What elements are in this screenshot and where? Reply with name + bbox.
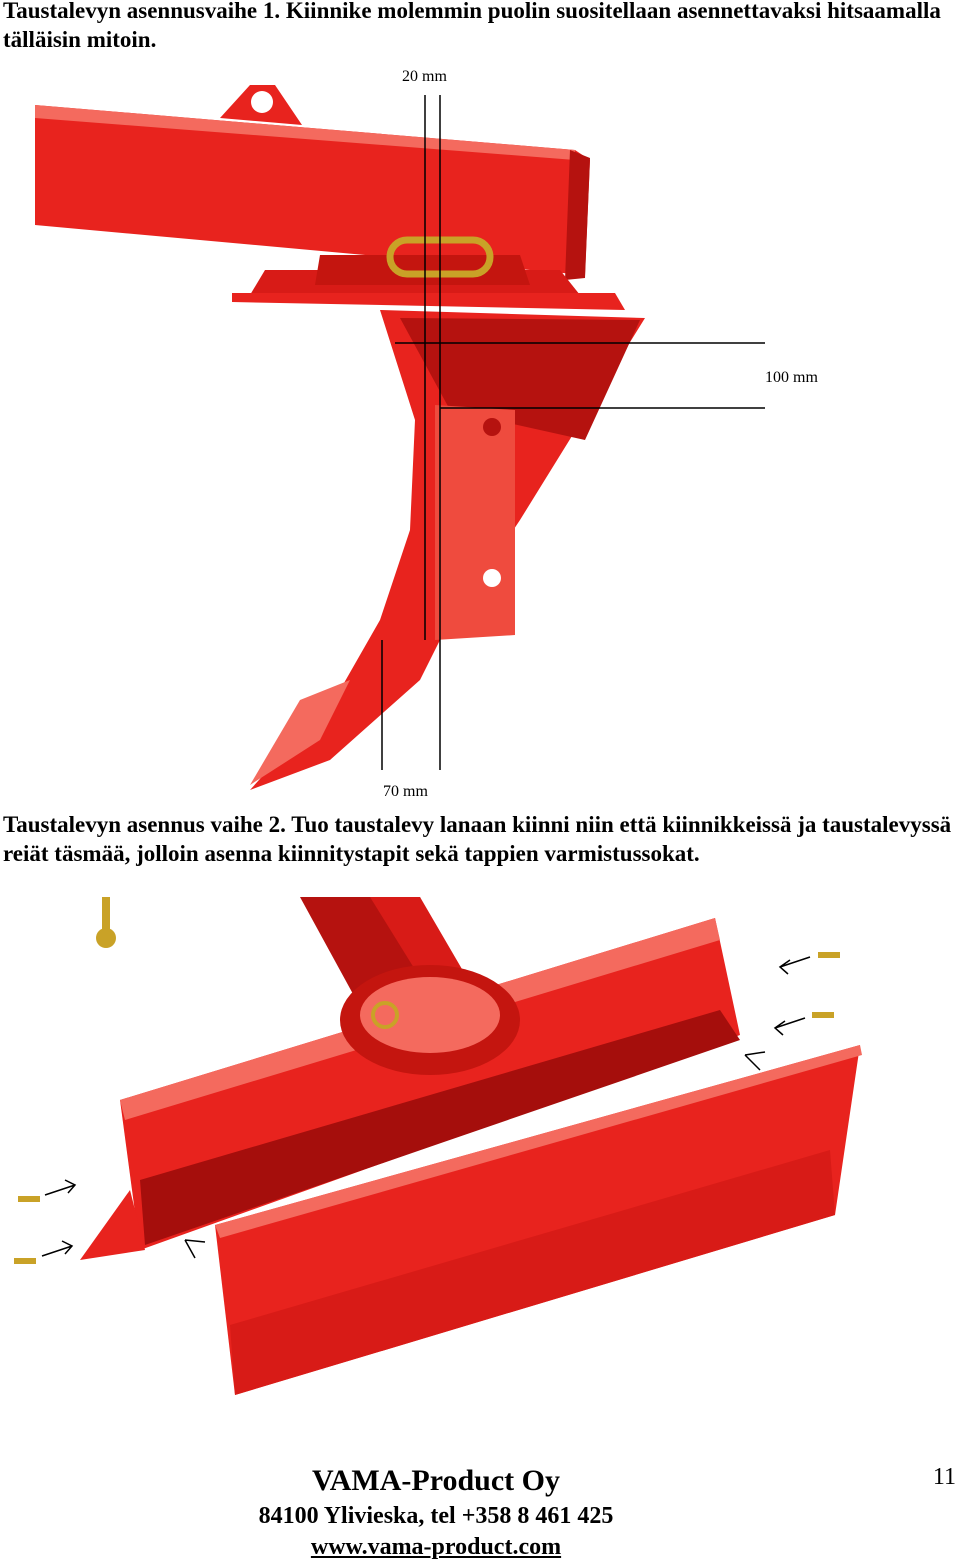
- company-name: VAMA-Product Oy: [311, 1464, 561, 1497]
- step2-instruction: Taustalevyn asennus vaihe 2. Tuo taustal…: [3, 812, 952, 866]
- company-address: 84100 Ylivieska, tel +358 8 461 425: [258, 1503, 614, 1529]
- dimension-20mm-label: 20 mm: [402, 68, 447, 85]
- bracket-weld-figure: 20 mm 100 mm 70 mm: [35, 68, 818, 800]
- website-link[interactable]: www.vama-product.com: [310, 1534, 562, 1560]
- dimension-100mm-label: 100 mm: [765, 369, 818, 386]
- page-number: 11: [932, 1464, 956, 1490]
- footer: VAMA-Product Oy 84100 Ylivieska, tel +35…: [0, 1462, 872, 1562]
- step1-instruction: Taustalevyn asennusvaihe 1. Kiinnike mol…: [3, 0, 941, 52]
- back-plate-assembly-figure: [14, 897, 862, 1395]
- dimension-70mm-label: 70 mm: [383, 783, 428, 800]
